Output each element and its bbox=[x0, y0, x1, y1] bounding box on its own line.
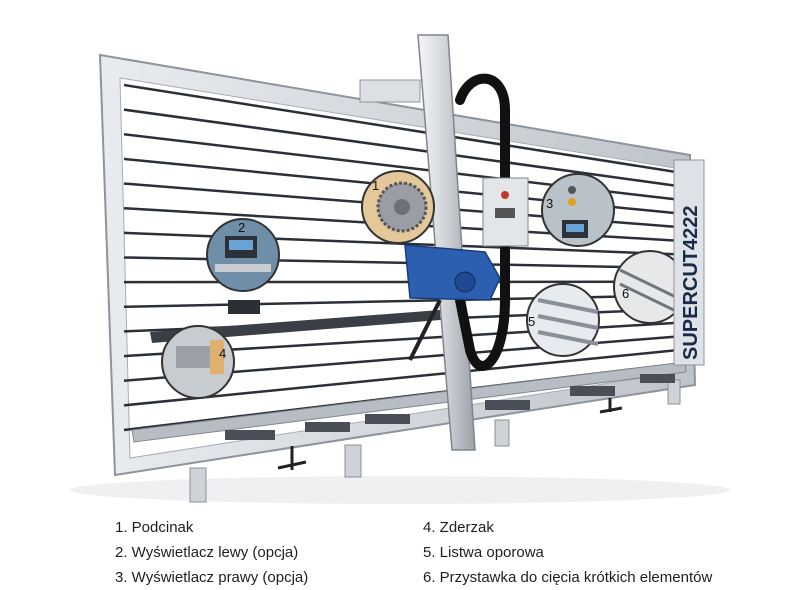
callout-2: 2 bbox=[206, 218, 280, 292]
vertical-column bbox=[417, 34, 476, 451]
brand-plate bbox=[673, 159, 705, 366]
callout-number-3: 3 bbox=[546, 196, 553, 211]
brand-label: SUPERCUT4222 bbox=[680, 205, 702, 360]
callout-4: 4 bbox=[161, 325, 235, 399]
saw-lever bbox=[408, 299, 442, 361]
callout-number-1: 1 bbox=[372, 178, 379, 193]
legend-left-column: 1. Podcinak 2. Wyświetlacz lewy (opcja) … bbox=[115, 515, 308, 590]
dust-hose bbox=[455, 73, 510, 371]
handles bbox=[277, 398, 623, 470]
callout-number-5: 5 bbox=[528, 314, 535, 329]
callout-1: 1 bbox=[361, 170, 435, 244]
floor-shadow bbox=[70, 476, 730, 504]
clamps bbox=[225, 374, 675, 440]
machine-illustration: 1 2 3 4 5 6 SUPERCUT4222 bbox=[70, 34, 730, 504]
leg-right bbox=[667, 379, 681, 405]
leg-left bbox=[189, 467, 207, 503]
saw-motor bbox=[404, 244, 501, 301]
callout-3: 3 bbox=[541, 173, 615, 247]
column-top bbox=[359, 79, 421, 103]
legend-item-6: 6. Przystawka do cięcia krótkich element… bbox=[423, 569, 713, 586]
slat bbox=[123, 349, 677, 407]
legend-item-5: 5. Listwa oporowa bbox=[423, 544, 544, 561]
callout-number-6: 6 bbox=[622, 286, 629, 301]
mid-clamp bbox=[228, 300, 260, 314]
legend-item-2: 2. Wyświetlacz lewy (opcja) bbox=[115, 544, 299, 561]
callout-6: 6 bbox=[613, 250, 687, 324]
slat bbox=[123, 83, 677, 174]
legend-item-1: 1. Podcinak bbox=[115, 519, 194, 536]
lower-rail bbox=[131, 361, 687, 443]
leg-middle bbox=[344, 444, 362, 478]
legend-right-column: 4. Zderzak 5. Listwa oporowa 6. Przystaw… bbox=[423, 515, 712, 590]
leg-right-inner bbox=[494, 419, 510, 447]
callout-5: 5 bbox=[526, 283, 600, 357]
legend-item-4: 4. Zderzak bbox=[423, 519, 494, 536]
legend-item-3: 3. Wyświetlacz prawy (opcja) bbox=[115, 569, 309, 586]
slat bbox=[123, 108, 677, 187]
callout-number-2: 2 bbox=[238, 220, 245, 235]
callout-number-4: 4 bbox=[219, 346, 226, 361]
